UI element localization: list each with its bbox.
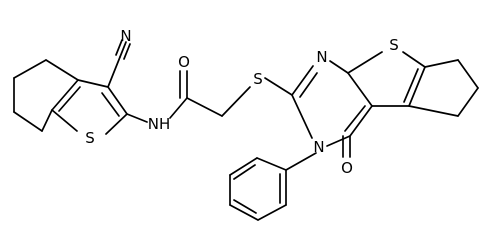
atom-label-thioether-s: S (253, 70, 263, 88)
bond (257, 204, 287, 221)
amide-thioether-linker (126, 70, 293, 123)
left-cyclopentathiophene (13, 39, 131, 135)
bond (457, 87, 479, 117)
bond (285, 152, 317, 171)
bond (126, 113, 148, 123)
bond (123, 43, 131, 60)
right-cyclopentathiophene (347, 51, 479, 117)
bond (349, 105, 373, 137)
bond (229, 204, 259, 221)
bond (107, 56, 121, 88)
pyrimidinone-ring (291, 60, 373, 158)
atom-label-left-thiophene-s: S (85, 129, 95, 147)
bond (408, 66, 426, 107)
bond (13, 59, 47, 79)
bond (45, 59, 79, 81)
bond (107, 86, 128, 115)
bond (402, 51, 426, 68)
bond (77, 79, 109, 88)
bond (51, 79, 79, 111)
bond (344, 105, 366, 132)
bond (291, 94, 313, 139)
bond (256, 157, 287, 171)
bond (105, 113, 128, 135)
bond (221, 86, 251, 117)
bond (58, 86, 81, 112)
bond (169, 97, 188, 119)
bond (115, 39, 123, 56)
bond (299, 72, 318, 98)
bond (347, 72, 373, 107)
bond (229, 157, 258, 176)
bond (186, 97, 223, 117)
bond (101, 92, 120, 117)
atom-label-right-thiophene-s: S (389, 36, 399, 54)
bond (13, 111, 43, 132)
bond (408, 105, 459, 117)
atom-label-carbonyl-o: O (341, 159, 353, 177)
bond (326, 135, 351, 147)
bond (41, 109, 53, 132)
bond (291, 65, 314, 96)
bond (51, 109, 78, 132)
bond (347, 51, 383, 74)
bond (264, 77, 293, 96)
atom-label-n-phenyl: N (313, 138, 324, 156)
bond (424, 59, 459, 68)
bond (119, 41, 127, 58)
atom-label-amide-nh: NH (148, 115, 171, 133)
bond (457, 59, 479, 89)
phenyl-ring (229, 152, 317, 221)
atom-label-nitrile-n: N (120, 27, 131, 45)
bond (403, 68, 419, 103)
bond (233, 199, 257, 214)
atom-label-amide-o: O (178, 53, 190, 71)
atom-label-pyrimidine-n: N (316, 48, 327, 66)
bond (233, 164, 256, 180)
structure-diagram: N S NH O S N S N O (13, 27, 479, 221)
atom-labels: N S NH O S N S N O (85, 27, 399, 177)
bond (329, 60, 349, 74)
